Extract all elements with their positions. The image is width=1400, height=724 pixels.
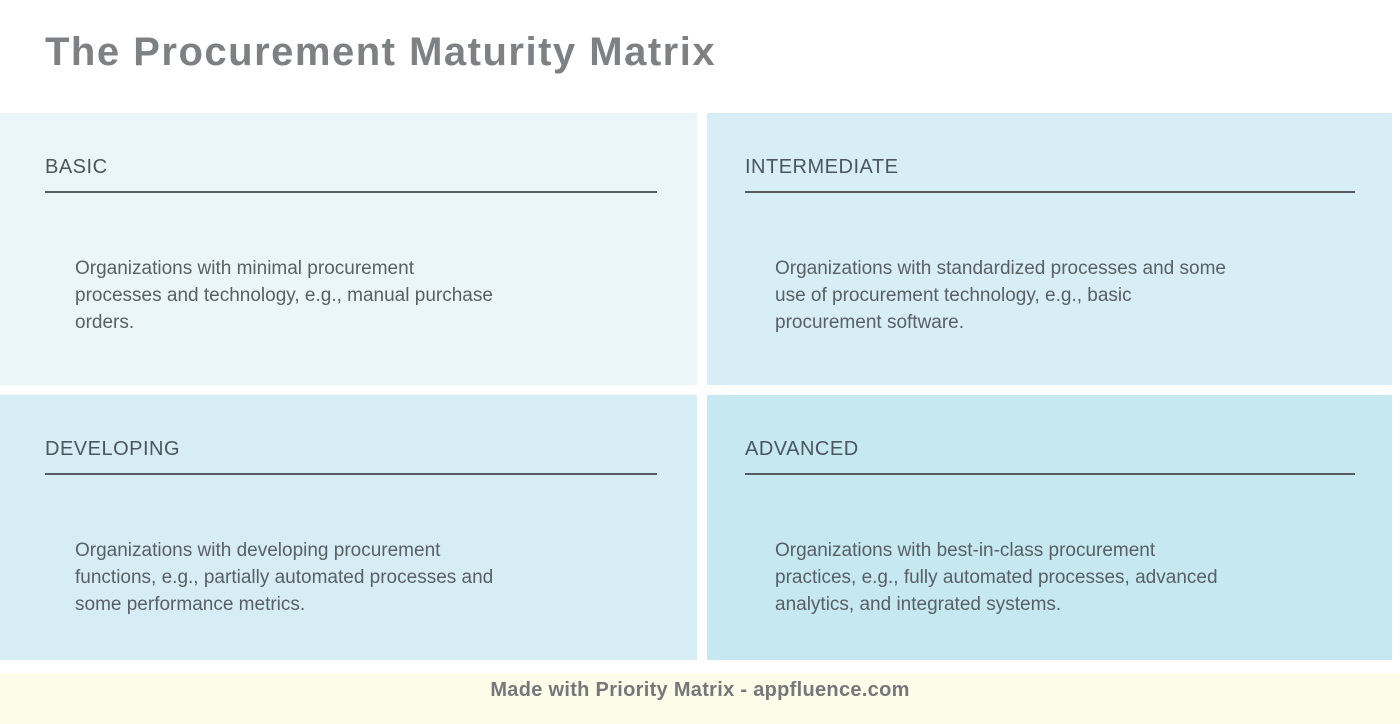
quadrant-intermediate-label: INTERMEDIATE [745, 113, 1355, 193]
quadrant-basic-label: BASIC [45, 113, 657, 193]
quadrant-basic-description: Organizations with minimal procurement p… [75, 258, 493, 333]
quadrant-advanced-label: ADVANCED [745, 395, 1355, 475]
quadrant-advanced: ADVANCED Organizations with best-in-clas… [707, 395, 1392, 660]
footer-credit-text: Made with Priority Matrix - appfluence.c… [490, 679, 910, 701]
quadrant-intermediate-description: Organizations with standardized processe… [775, 258, 1226, 333]
quadrant-developing: DEVELOPING Organizations with developing… [0, 395, 697, 660]
page-header: The Procurement Maturity Matrix [0, 0, 1400, 113]
quadrant-developing-label: DEVELOPING [45, 395, 657, 475]
quadrant-advanced-description: Organizations with best-in-class procure… [775, 540, 1218, 615]
page-title: The Procurement Maturity Matrix [45, 30, 717, 74]
footer-banner: Made with Priority Matrix - appfluence.c… [0, 674, 1400, 724]
maturity-matrix-grid: BASIC Organizations with minimal procure… [0, 113, 1392, 660]
quadrant-intermediate: INTERMEDIATE Organizations with standard… [707, 113, 1392, 385]
quadrant-developing-description: Organizations with developing procuremen… [75, 540, 494, 615]
quadrant-basic: BASIC Organizations with minimal procure… [0, 113, 697, 385]
